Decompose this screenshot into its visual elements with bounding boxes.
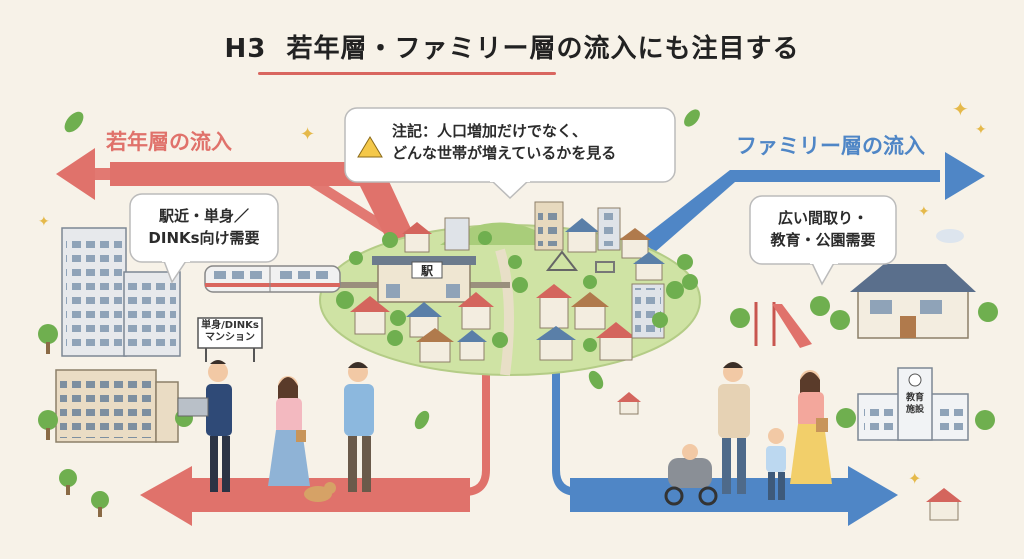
school-sign-line-1: 教育: [905, 393, 924, 403]
hill: [440, 222, 560, 245]
family-people-illustration: [664, 362, 832, 506]
svg-text:✦: ✦: [908, 469, 921, 488]
mansion-sign-line-2: マンション: [205, 332, 255, 343]
young-bubble-line-2: DINKs向け需要: [148, 229, 260, 247]
decorations: ✦ ✦ ✦ ✦ ✦ ✦: [38, 97, 987, 488]
svg-text:✦: ✦: [975, 122, 987, 138]
svg-text:✦: ✦: [300, 124, 315, 145]
title-bar: H3 若年層・ファミリー層の流入にも注目する: [0, 28, 1024, 65]
station-building: [372, 256, 476, 303]
school-sign: 教育 施設: [898, 392, 932, 416]
svg-text:✦: ✦: [38, 214, 50, 230]
left-trees: [38, 111, 193, 517]
school-building: [857, 367, 969, 441]
small-houses: [617, 392, 962, 521]
page-title: H3 若年層・ファミリー層の流入にも注目する: [225, 34, 800, 64]
park-slide: [754, 302, 812, 348]
title-prefix: H3: [224, 34, 267, 64]
young-bubble-line-1: 駅近・単身／: [158, 207, 249, 225]
young-arrow-upper-head: [56, 148, 95, 200]
note-line-1: 注記：人口増加だけでなく、: [392, 122, 588, 140]
left-sign-board: [197, 317, 263, 362]
station-sign: 駅: [420, 264, 433, 278]
river-path: [495, 248, 514, 376]
central-town: [319, 201, 701, 376]
mansion-sign: 単身/DINKs マンション: [198, 320, 262, 344]
family-bubble-line-2: 教育・公園需要: [770, 231, 876, 249]
town-trees: [336, 231, 693, 352]
right-trees: [682, 274, 998, 430]
town-houses: [350, 218, 665, 363]
young-bubble-shape: [129, 193, 279, 284]
family-bubble-line-1: 広い間取り・: [777, 209, 868, 227]
family-arrow-upper-shaft: [640, 170, 940, 252]
note-bubble-shape: [344, 107, 676, 200]
family-bubble-shape: [749, 195, 897, 286]
mansion-sign-line-1: 単身/DINKs: [201, 320, 259, 331]
young-arrow-upper-shaft: [110, 162, 420, 258]
young-people-illustration: [177, 360, 374, 502]
young-arrow-lower-head: [140, 466, 192, 526]
note-text: 注記：人口増加だけでなく、 どんな世帯が増えているかを見る: [392, 120, 668, 164]
title-text: 若年層・ファミリー層の流入にも注目する: [286, 34, 800, 64]
family-house: [850, 264, 976, 339]
town-tower-3: [444, 217, 470, 251]
town-playground: [545, 250, 615, 273]
family-arrow-lower-head: [848, 466, 898, 526]
train: [204, 265, 341, 293]
school-sign-line-2: 施設: [905, 405, 924, 415]
family-flow-label: ファミリー層の流入: [736, 134, 925, 158]
title-underline: [258, 72, 556, 75]
family-bubble-text: 広い間取り・ 教育・公園需要: [750, 207, 896, 251]
svg-text:✦: ✦: [918, 204, 930, 220]
note-line-2: どんな世帯が増えているかを見る: [392, 144, 617, 162]
left-apartments: [55, 227, 181, 443]
svg-text:✦: ✦: [952, 97, 969, 121]
family-arrow-upper-head: [945, 152, 985, 200]
young-bubble-text: 駅近・単身／ DINKs向け需要: [130, 205, 278, 249]
young-flow-label: 若年層の流入: [106, 130, 232, 154]
